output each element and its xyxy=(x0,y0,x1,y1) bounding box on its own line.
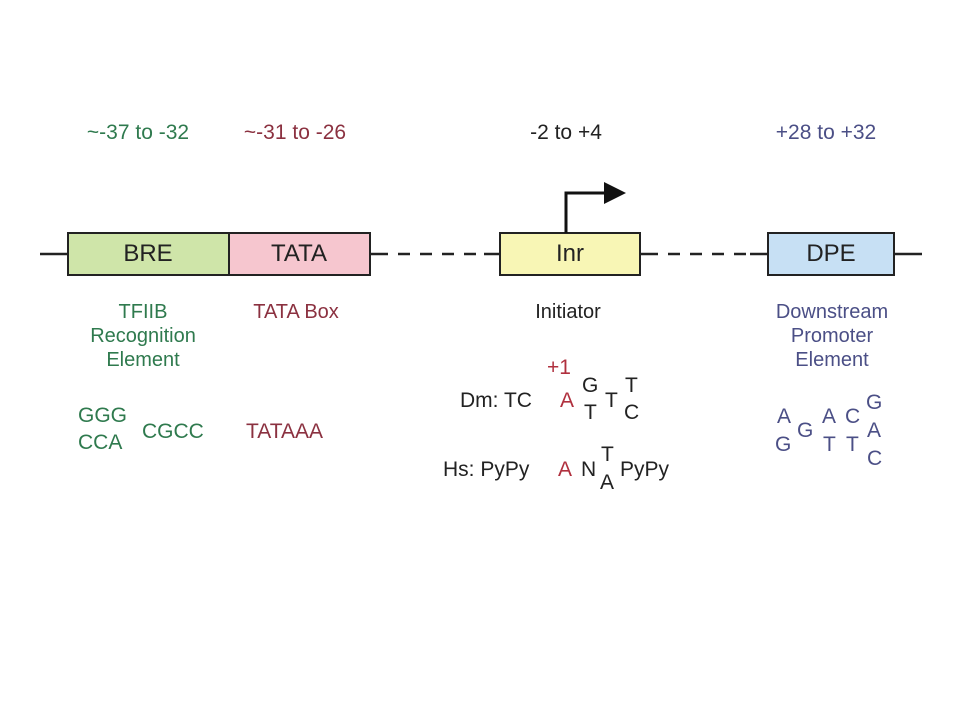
bre-position: ~-37 to -32 xyxy=(86,121,190,144)
dpe-box xyxy=(767,232,895,276)
dpe-position: +28 to +32 xyxy=(775,121,877,144)
tata-sequence: TATAAA xyxy=(246,420,324,443)
inr-name: Initiator xyxy=(535,301,601,323)
plus-one-label: +1 xyxy=(547,356,571,379)
tata-label: TATA xyxy=(271,240,327,267)
arrowhead-icon xyxy=(604,182,626,204)
inr-label: Inr xyxy=(555,240,585,267)
bre-label: BRE xyxy=(123,240,173,267)
dpe-label: DPE xyxy=(806,240,856,267)
bre-name: TFIIB Recognition Element xyxy=(90,301,196,371)
inr-position: -2 to +4 xyxy=(530,121,602,144)
tata-name: TATA Box xyxy=(253,301,339,323)
inr-box xyxy=(499,232,641,276)
tata-box xyxy=(228,232,371,276)
transcription-start-arrow xyxy=(564,191,606,233)
dpe-name: Downstream Promoter Element xyxy=(775,301,889,371)
tata-position: ~-31 to -26 xyxy=(243,121,347,144)
